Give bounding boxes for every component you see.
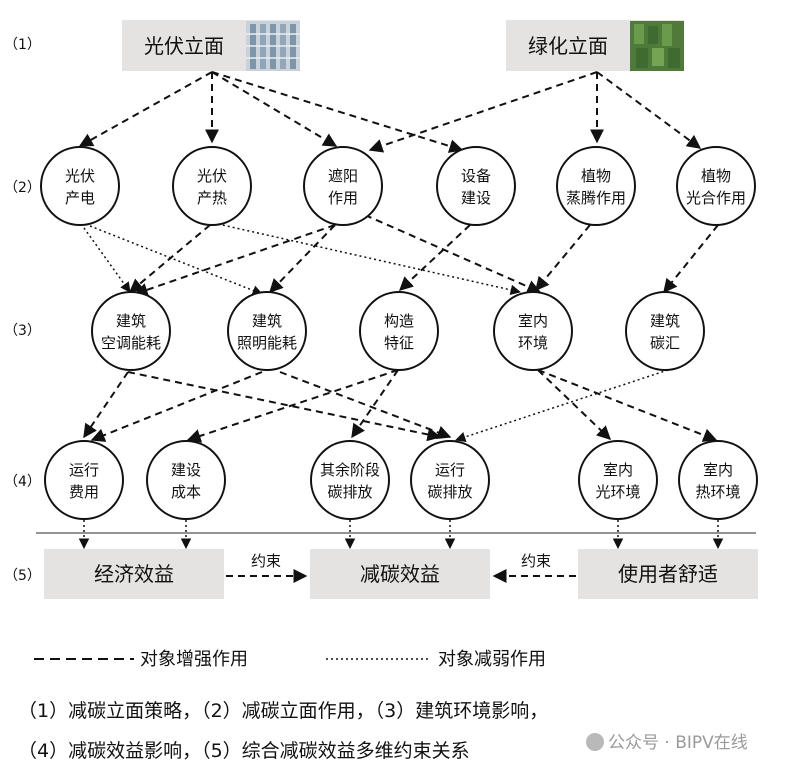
svg-text:遮阳: 遮阳	[328, 167, 358, 185]
svg-text:碳排放: 碳排放	[427, 483, 472, 501]
svg-text:环境: 环境	[518, 334, 548, 352]
carbon-benefit-box: 减碳效益	[310, 549, 490, 599]
svg-text:运行: 运行	[435, 461, 465, 479]
edges-level3-to-level4	[83, 369, 718, 443]
svg-text:热环境: 热环境	[695, 483, 740, 501]
node-pv-power: 光伏 产电	[40, 146, 120, 226]
node-operating-cost: 运行 费用	[44, 440, 124, 520]
constraint-label-right: 约束	[521, 552, 551, 570]
edges-level2-to-level3-dotted	[83, 223, 522, 296]
svg-text:植物: 植物	[581, 167, 611, 185]
svg-text:产热: 产热	[197, 189, 227, 207]
legend-weaken-label: 对象减弱作用	[438, 649, 546, 670]
node-indoor-env: 室内 环境	[493, 291, 573, 371]
svg-text:建筑: 建筑	[650, 312, 680, 330]
node-ac-energy: 建筑 空调能耗	[91, 291, 171, 371]
node-indoor-thermal: 室内 热环境	[678, 440, 758, 520]
svg-text:照明能耗: 照明能耗	[237, 334, 297, 352]
svg-text:碳排放: 碳排放	[327, 483, 372, 501]
svg-text:光伏: 光伏	[65, 167, 95, 185]
node-construction-cost: 建设 成本	[146, 440, 226, 520]
svg-text:构造: 构造	[384, 312, 414, 330]
svg-text:空调能耗: 空调能耗	[101, 334, 161, 352]
node-lighting-energy: 建筑 照明能耗	[227, 291, 307, 371]
svg-text:设备: 设备	[461, 167, 491, 185]
svg-text:其余阶段: 其余阶段	[320, 461, 380, 479]
level-label-1: （1）	[4, 37, 41, 53]
green-facade-label: 绿化立面	[528, 34, 608, 58]
watermark-text: 公众号 · BIPV在线	[608, 733, 748, 753]
node-shading: 遮阳 作用	[303, 146, 383, 226]
svg-text:光环境: 光环境	[595, 483, 640, 501]
svg-text:光合作用: 光合作用	[686, 189, 746, 207]
user-comfort-label: 使用者舒适	[618, 562, 718, 586]
svg-text:蒸腾作用: 蒸腾作用	[566, 189, 626, 207]
node-photosynthesis: 植物 光合作用	[676, 146, 756, 226]
svg-text:建筑: 建筑	[116, 312, 146, 330]
node-transpiration: 植物 蒸腾作用	[556, 146, 636, 226]
pv-facade-box: 光伏立面	[122, 20, 300, 71]
svg-text:碳汇: 碳汇	[650, 334, 680, 352]
svg-text:室内: 室内	[518, 312, 548, 330]
carbon-benefit-label: 减碳效益	[360, 562, 440, 586]
svg-text:室内: 室内	[703, 461, 733, 479]
node-indoor-light: 室内 光环境	[578, 440, 658, 520]
svg-text:作用: 作用	[328, 189, 358, 207]
node-carbon-sink: 建筑 碳汇	[625, 291, 705, 371]
svg-text:产电: 产电	[65, 189, 95, 207]
legend-enhance-label: 对象增强作用	[140, 649, 248, 670]
pv-facade-label: 光伏立面	[144, 34, 224, 58]
node-pv-heat: 光伏 产热	[172, 146, 252, 226]
level-label-2: （2）	[4, 180, 41, 196]
economic-benefit-label: 经济效益	[94, 562, 174, 586]
wechat-icon	[586, 733, 604, 751]
green-facade-photo	[630, 21, 684, 71]
caption-line-1: （1）减碳立面策略，（2）减碳立面作用，（3）建筑环境影响，	[18, 700, 549, 722]
node-other-emission: 其余阶段 碳排放	[310, 440, 390, 520]
svg-text:室内: 室内	[603, 461, 633, 479]
svg-text:建筑: 建筑	[252, 312, 282, 330]
node-structure: 构造 特征	[359, 291, 439, 371]
svg-text:特征: 特征	[384, 334, 414, 352]
constraint-label-left: 约束	[251, 552, 281, 570]
node-operating-emission: 运行 碳排放	[410, 440, 490, 520]
green-facade-box: 绿化立面	[506, 20, 684, 71]
svg-text:运行: 运行	[69, 461, 99, 479]
svg-text:植物: 植物	[701, 167, 731, 185]
level-label-5: （5）	[4, 568, 41, 584]
pv-facade-photo	[246, 21, 300, 71]
edges-level4-to-level5	[78, 520, 724, 550]
node-equipment: 设备 建设	[436, 146, 516, 226]
svg-text:费用: 费用	[69, 483, 99, 501]
svg-text:成本: 成本	[171, 483, 201, 501]
watermark: 公众号 · BIPV在线	[586, 728, 748, 753]
level-label-4: （4）	[4, 474, 41, 490]
economic-benefit-box: 经济效益	[44, 549, 224, 599]
legend: 对象增强作用 对象减弱作用	[34, 649, 546, 670]
svg-text:建设: 建设	[171, 461, 201, 479]
edges-level3-to-level4-dotted	[455, 369, 669, 443]
svg-text:建设: 建设	[461, 189, 491, 207]
user-comfort-box: 使用者舒适	[578, 549, 758, 599]
edges-level1-to-level2	[78, 71, 702, 153]
svg-text:光伏: 光伏	[197, 167, 227, 185]
level-label-3: （3）	[4, 323, 41, 339]
edges-level2-to-level3	[128, 214, 719, 297]
caption-line-2: （4）减碳效益影响，（5）综合减碳效益多维约束关系	[18, 740, 470, 762]
